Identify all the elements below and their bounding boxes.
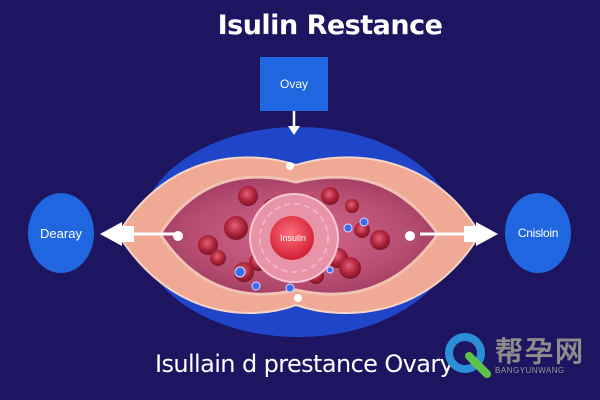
left-circle-label: Dearay bbox=[28, 193, 94, 273]
center-cell-ring bbox=[259, 203, 329, 273]
watermark-logo: 帮孕网 BANGYUNWANG bbox=[443, 330, 593, 380]
caption: Isullain d prestance Ovary bbox=[155, 350, 454, 378]
node-right bbox=[405, 231, 415, 241]
top-box: Ovay bbox=[260, 57, 328, 111]
node-left bbox=[173, 231, 183, 241]
page-title: Isulin Restance bbox=[217, 10, 443, 41]
node-bottom bbox=[294, 294, 302, 302]
center-cell-core bbox=[270, 216, 314, 260]
watermark-english: BANGYUNWANG bbox=[495, 366, 565, 375]
node-top bbox=[286, 162, 294, 170]
left-arrow bbox=[100, 222, 175, 246]
receptor-dots bbox=[234, 217, 369, 293]
right-arrow bbox=[420, 222, 498, 246]
watermark-chinese: 帮孕网 bbox=[495, 335, 586, 368]
watermark-q-icon bbox=[445, 333, 491, 378]
down-arrow-head bbox=[288, 126, 300, 135]
right-circle-label: Cnisloin bbox=[505, 193, 571, 273]
center-cell-label: Insulin bbox=[280, 233, 306, 243]
